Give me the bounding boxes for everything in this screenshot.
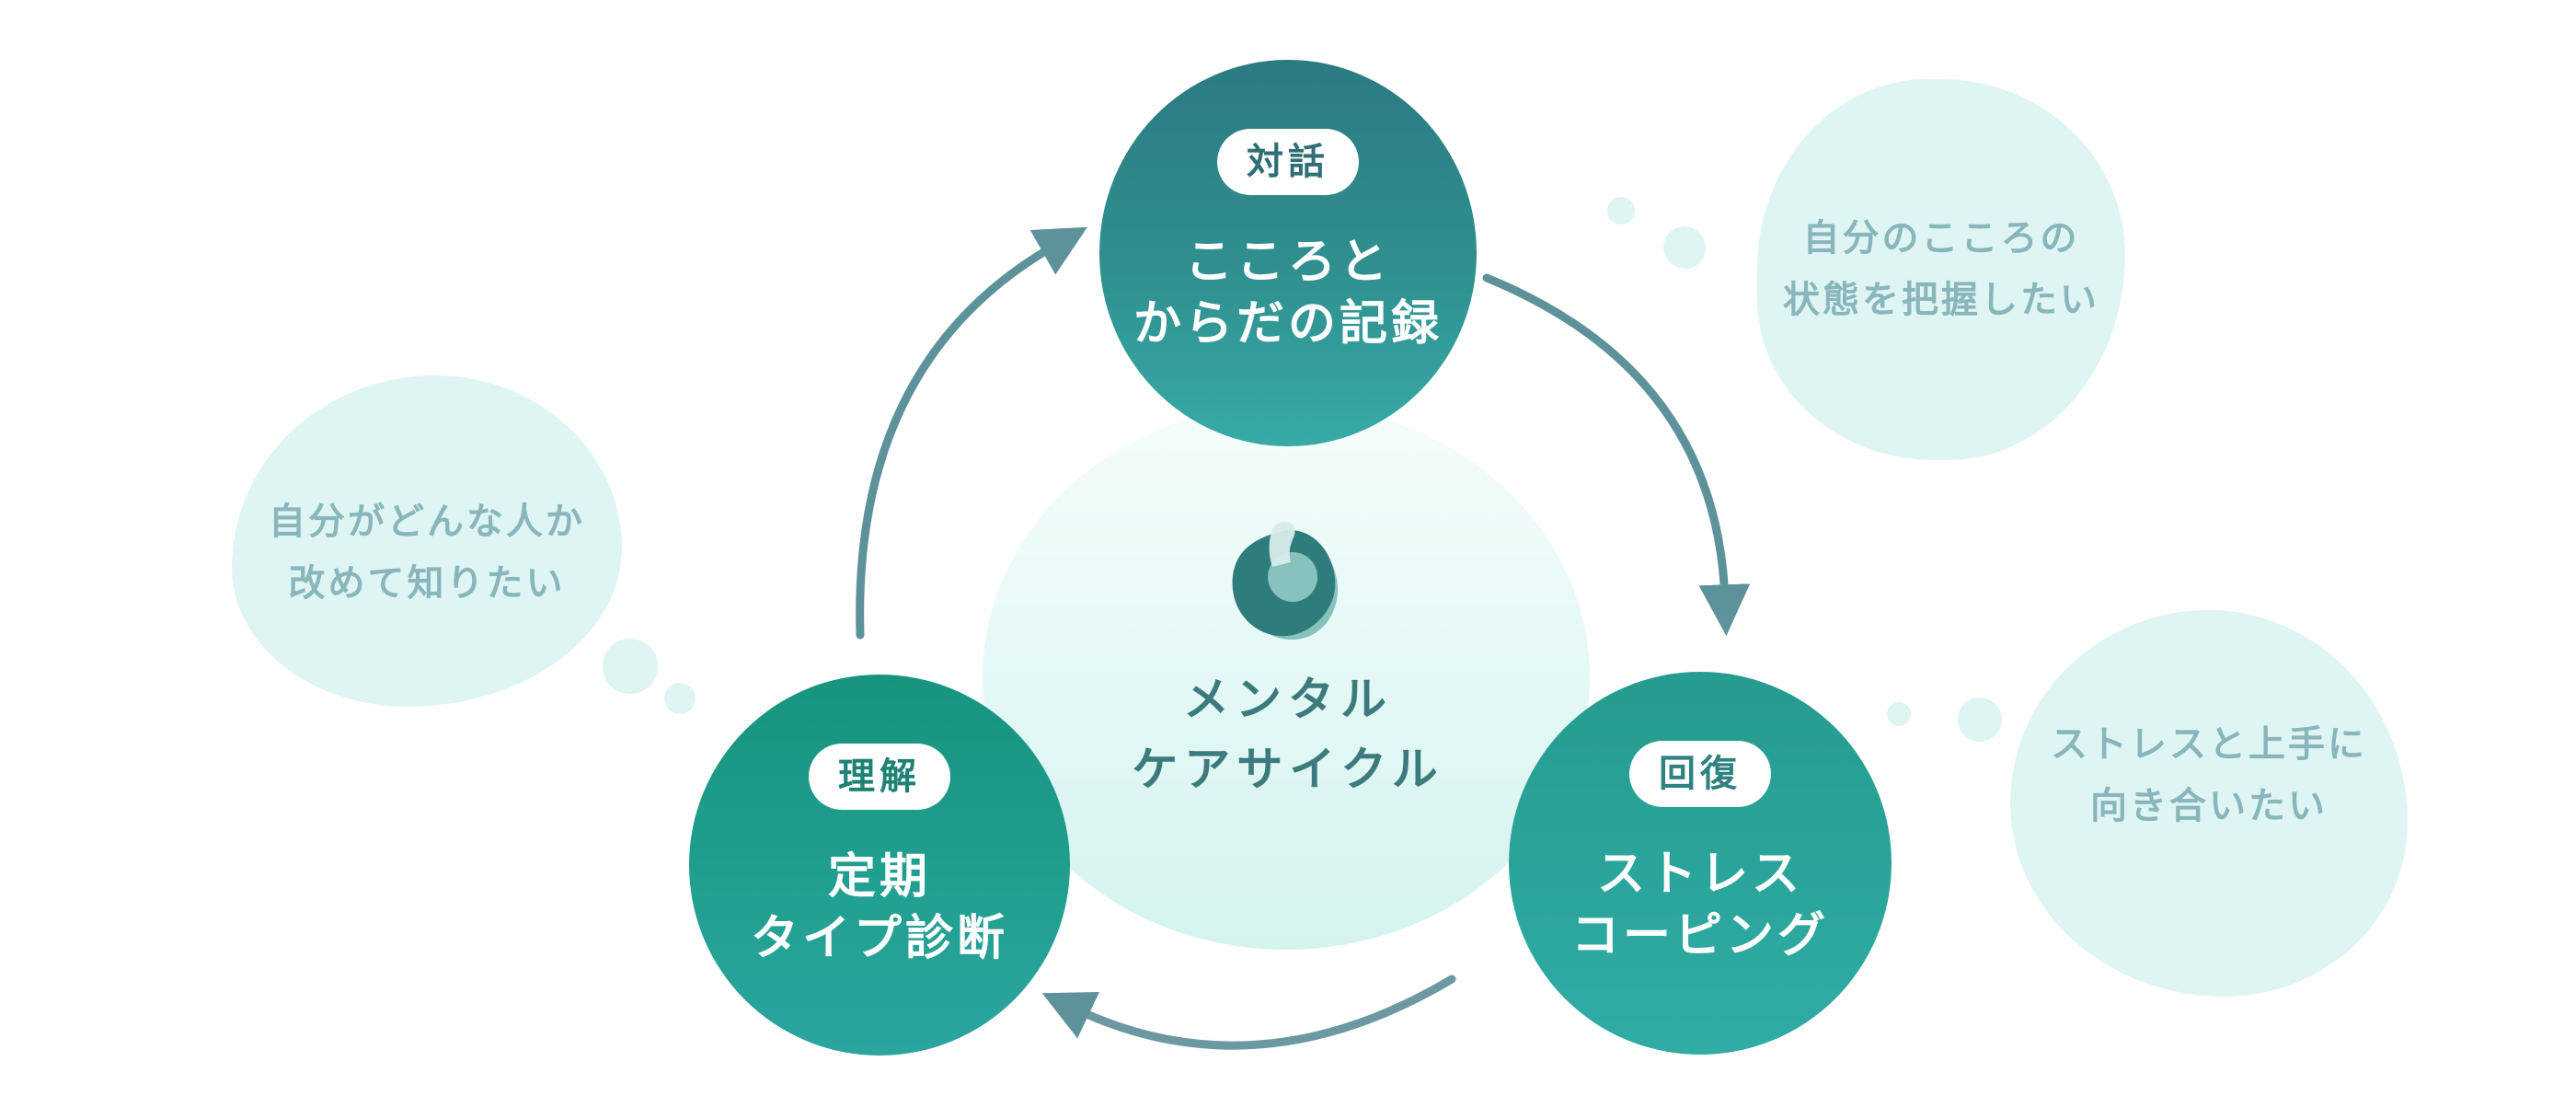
node-dialogue-label: こころと からだの記録: [1133, 232, 1443, 355]
thought-dot: [1663, 226, 1706, 269]
node-understanding-label-line1: 定期: [827, 849, 931, 905]
thought-top-right-line1: 自分のこころの: [1802, 217, 2080, 260]
thought-bottom-right-line1: ストレスと上手に: [2051, 723, 2367, 766]
thought-dot: [664, 683, 696, 714]
node-recovery: 回復 ストレス コーピング: [1509, 672, 1892, 1055]
node-dialogue: 対話 こころと からだの記録: [1099, 60, 1477, 446]
arrow-understanding-to-dialogue-icon: [856, 226, 1087, 640]
center-title-line2: ケアサイクル: [1132, 743, 1444, 796]
node-understanding-label: 定期 タイプ診断: [751, 847, 1008, 970]
badge-dialogue: 対話: [1217, 129, 1359, 195]
logo-highlight-stripe: [1269, 521, 1295, 567]
arrow-dialogue-to-recovery-icon: [1482, 273, 1751, 637]
thought-left-line1: 自分がどんな人か: [269, 501, 585, 543]
awarefy-logo: [1232, 521, 1339, 640]
thought-dot: [1607, 197, 1635, 225]
thought-bubble-bottom-right: ストレスと上手に 向き合いたい: [2010, 610, 2408, 997]
logo-ring-blob: [1232, 530, 1336, 637]
thought-top-right-line2: 状態を把握したい: [1783, 279, 2099, 321]
badge-understanding: 理解: [809, 744, 950, 810]
thought-dot: [603, 639, 658, 694]
center-title: メンタル ケアサイクル: [1012, 664, 1564, 804]
center-title-line1: メンタル: [1183, 673, 1393, 726]
thought-bubble-left: 自分がどんな人か 改めて知りたい: [232, 375, 622, 707]
thought-dot: [1887, 702, 1911, 726]
badge-recovery: 回復: [1629, 741, 1771, 807]
thought-left-line2: 改めて知りたい: [288, 562, 566, 605]
thought-dot: [1958, 698, 2002, 742]
thought-bubble-top-right: 自分のこころの 状態を把握したい: [1757, 79, 2125, 460]
node-dialogue-label-line1: こころと: [1184, 235, 1391, 290]
node-recovery-label-line2: コーピング: [1570, 908, 1829, 964]
node-recovery-label: ストレス コーピング: [1571, 844, 1829, 967]
center-highlight-circle: [983, 405, 1590, 950]
node-dialogue-label-line2: からだの記録: [1133, 296, 1443, 352]
thought-bottom-right-line2: 向き合いたい: [2090, 785, 2328, 827]
node-understanding: 理解 定期 タイプ診断: [689, 675, 1070, 1056]
arrow-recovery-to-understanding-icon: [1041, 975, 1456, 1050]
node-recovery-label-line1: ストレス: [1596, 847, 1803, 902]
node-understanding-label-line2: タイプ診断: [750, 911, 1008, 967]
